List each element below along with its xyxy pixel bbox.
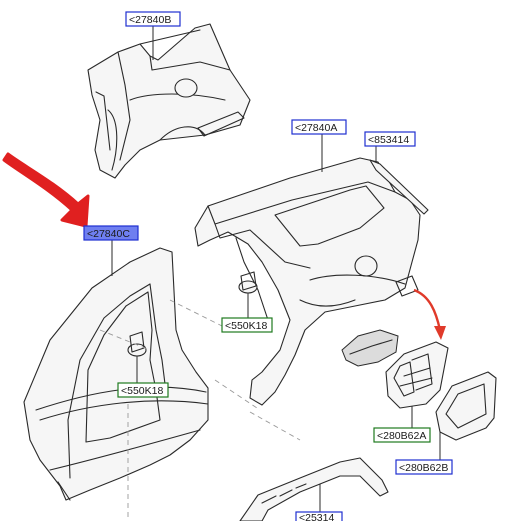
- fuel-door-bezel-part: [435, 371, 497, 460]
- rear-quarter-panel-part: [194, 157, 421, 406]
- label-fuel-door-housing[interactable]: <280B62A: [373, 427, 431, 443]
- label-clip-left[interactable]: <550K18: [117, 382, 169, 398]
- label-fuel-door-bezel[interactable]: <280B62B: [395, 459, 453, 475]
- label-rear-quarter-panel[interactable]: <27840A: [291, 119, 347, 135]
- drip-molding-part: [369, 145, 429, 215]
- label-rear-panel-upper[interactable]: <27840B: [125, 11, 181, 27]
- red-curved-arrow-icon: [413, 288, 442, 331]
- b-pillar-panel-part: [23, 247, 209, 501]
- svg-text:<853414: <853414: [368, 134, 409, 146]
- rear-panel-upper-part: [87, 23, 251, 179]
- label-rocker-panel[interactable]: <25314: [295, 511, 343, 521]
- rocker-panel-part: [239, 457, 389, 521]
- label-clip-right[interactable]: <550K18: [221, 317, 273, 333]
- svg-text:<550K18: <550K18: [225, 320, 267, 332]
- svg-text:<27840B: <27840B: [129, 14, 171, 26]
- fuel-door-housing-part: [341, 329, 449, 432]
- red-hand-drawn-arrow-icon: [2, 152, 90, 228]
- svg-text:<550K18: <550K18: [121, 385, 163, 397]
- label-b-pillar-panel[interactable]: <27840C: [83, 225, 139, 241]
- clip-fastener-right-part: [238, 271, 258, 318]
- assembly-guide-lines: [99, 299, 301, 521]
- svg-text:<25314: <25314: [299, 512, 334, 521]
- svg-text:<280B62A: <280B62A: [377, 430, 426, 442]
- red-curved-arrow-head: [434, 326, 446, 340]
- svg-text:<27840C: <27840C: [87, 228, 130, 240]
- svg-text:<27840A: <27840A: [295, 122, 337, 134]
- svg-text:<280B62B: <280B62B: [399, 462, 448, 474]
- label-drip-molding[interactable]: <853414: [364, 131, 416, 147]
